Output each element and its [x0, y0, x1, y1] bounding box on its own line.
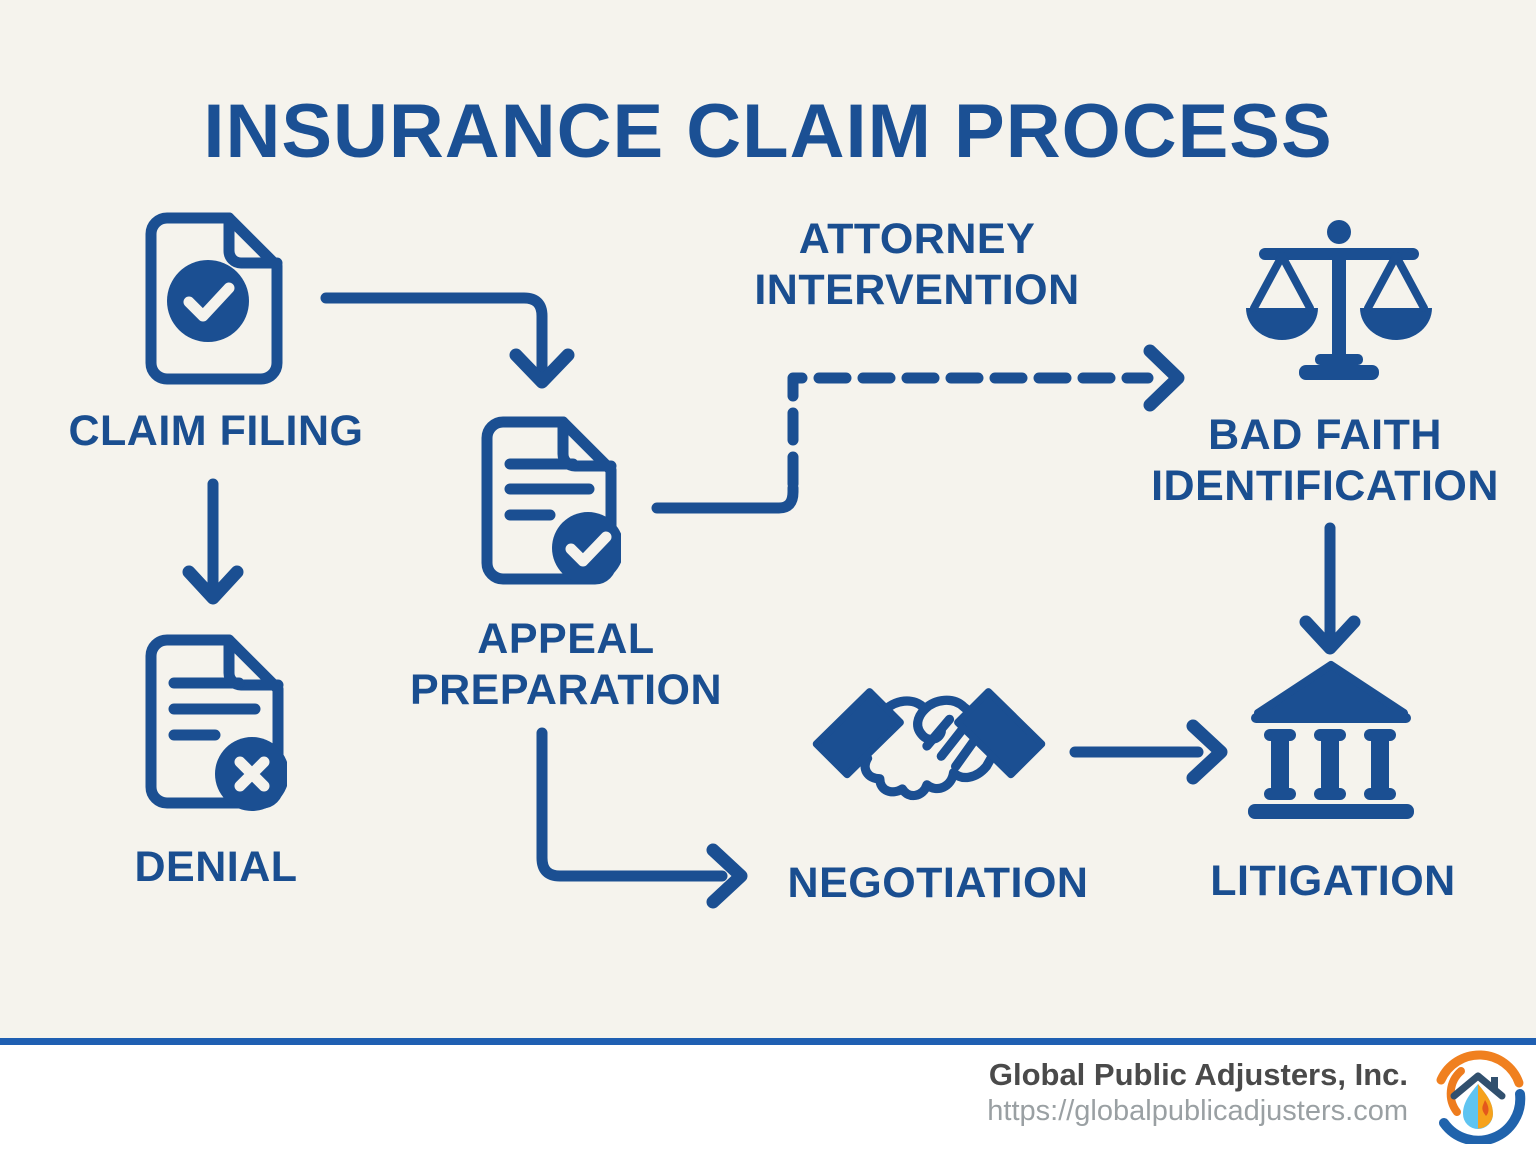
- scale-post: [1332, 248, 1346, 356]
- arrowhead-icon: [509, 348, 575, 389]
- scale-right-chains: [1364, 252, 1428, 312]
- company-logo-icon: [1436, 1050, 1526, 1144]
- check-badge: [552, 512, 621, 584]
- label-negotiation: NEGOTIATION: [788, 858, 1089, 909]
- courthouse-base: [1248, 804, 1414, 819]
- document-fold: [223, 212, 283, 269]
- logo-orange-arc: [1436, 1050, 1524, 1088]
- document-check-icon: [145, 212, 283, 385]
- arrow-claim-to-denial: [182, 478, 244, 605]
- footer-url: https://globalpublicadjusters.com: [987, 1095, 1408, 1127]
- courthouse-icon: [1248, 661, 1414, 819]
- document-text-lines: [168, 677, 261, 741]
- check-icon: [565, 531, 612, 567]
- arrowhead-icon: [182, 565, 244, 605]
- label-litigation: LITIGATION: [1210, 856, 1455, 907]
- label-claim-filing: CLAIM FILING: [68, 406, 363, 457]
- label-bad-faith-identification: BAD FAITH IDENTIFICATION: [1151, 410, 1499, 512]
- logo-blue-arc: [1439, 1089, 1526, 1144]
- arrow-badfaith-to-litigation: [1299, 522, 1361, 655]
- footer-background: [0, 1045, 1536, 1154]
- arrow-appeal-to-negotiation: [536, 727, 748, 909]
- arrowhead-icon: [1186, 719, 1228, 785]
- footer-divider: [0, 1038, 1536, 1045]
- scale-left-chains: [1250, 252, 1314, 312]
- courthouse-roof: [1254, 661, 1408, 717]
- label-line: APPEAL: [477, 615, 655, 663]
- check-icon: [183, 282, 235, 322]
- scale-base-top: [1315, 354, 1363, 365]
- label-line: CLAIM FILING: [68, 407, 364, 455]
- arrow-negotiation-to-litigation: [1069, 719, 1228, 785]
- arrowhead-icon: [706, 843, 748, 909]
- x-icon: [234, 756, 270, 792]
- label-appeal-preparation: APPEAL PREPARATION: [410, 614, 722, 716]
- arrow-appeal-to-badfaith-dashed: [651, 344, 1185, 514]
- check-badge: [167, 260, 249, 342]
- finger-lines: [922, 714, 981, 772]
- label-attorney-intervention: ATTORNEY INTERVENTION: [754, 214, 1079, 316]
- scale-base: [1299, 365, 1379, 380]
- footer-company-name: Global Public Adjusters, Inc.: [988, 1057, 1408, 1092]
- label-line: LITIGATION: [1210, 857, 1456, 905]
- label-line: PREPARATION: [409, 666, 723, 714]
- handshake-icon: [812, 688, 1046, 801]
- label-denial: DENIAL: [134, 842, 297, 893]
- left-cuff: [812, 688, 904, 779]
- label-line: ATTORNEY: [798, 215, 1036, 263]
- document-text-lines: [504, 458, 595, 521]
- footer-text-block: Global Public Adjusters, Inc. https://gl…: [987, 1056, 1408, 1128]
- logo-roof: [1450, 1072, 1506, 1100]
- page-title: INSURANCE CLAIM PROCESS: [203, 89, 1333, 174]
- scales-of-justice-icon: [1246, 220, 1432, 380]
- label-line: BAD FAITH: [1208, 411, 1442, 459]
- courthouse-architrave: [1251, 713, 1411, 723]
- document-x-icon: [145, 634, 287, 811]
- logo-house-drop-flame: [1450, 1072, 1506, 1129]
- scale-left-pan: [1246, 308, 1318, 340]
- scale-finial: [1327, 220, 1351, 244]
- arrow-claim-to-appeal: [320, 292, 575, 389]
- logo-chimney: [1491, 1077, 1498, 1089]
- logo-flame-core: [1482, 1100, 1489, 1116]
- document-outline: [145, 212, 283, 385]
- logo-inner-orange-arc: [1446, 1067, 1465, 1116]
- arrowhead-icon: [1299, 615, 1361, 655]
- label-line: DENIAL: [134, 843, 298, 891]
- label-line: NEGOTIATION: [787, 859, 1089, 907]
- label-line: INTERVENTION: [754, 266, 1080, 314]
- right-cuff: [954, 688, 1046, 779]
- courthouse-pillars: [1264, 729, 1396, 800]
- arrowhead-icon: [1143, 344, 1185, 412]
- document-text-check-icon: [481, 416, 621, 585]
- label-line: IDENTIFICATION: [1151, 462, 1499, 510]
- scale-right-pan: [1360, 308, 1432, 340]
